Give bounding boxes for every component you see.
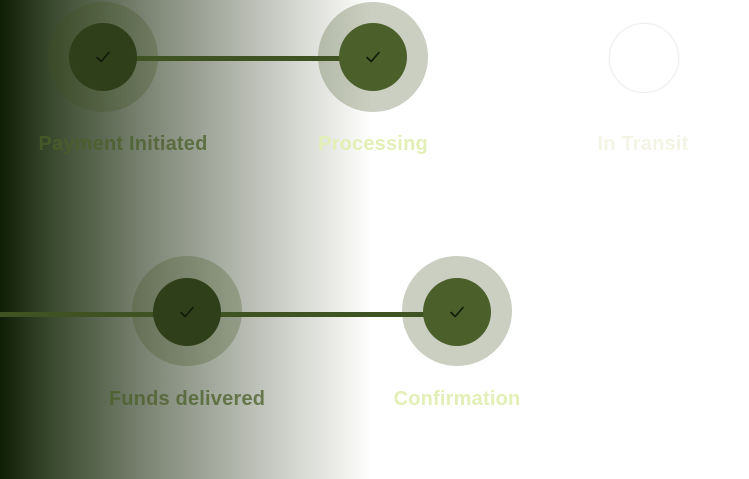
step-label-in-transit: In Transit [597, 133, 689, 155]
step-circle-in-transit[interactable] [609, 23, 679, 93]
step-circle-payment-initiated[interactable] [69, 23, 137, 91]
step-circle-confirmation[interactable] [423, 278, 491, 346]
step-label-funds-delivered: Funds delivered [108, 388, 266, 410]
check-icon [180, 306, 194, 318]
check-icon [96, 51, 110, 63]
step-label-confirmation: Confirmation [393, 388, 521, 410]
connector-line [187, 312, 457, 317]
step-label-payment-initiated: Payment Initiated [38, 133, 208, 155]
step-label-processing: Processing [318, 133, 428, 155]
gradient-overlay [0, 0, 372, 479]
check-icon [366, 51, 380, 63]
connector-line [0, 312, 187, 317]
check-icon [450, 306, 464, 318]
step-circle-processing[interactable] [339, 23, 407, 91]
connector-line [103, 56, 373, 61]
step-circle-funds-delivered[interactable] [153, 278, 221, 346]
